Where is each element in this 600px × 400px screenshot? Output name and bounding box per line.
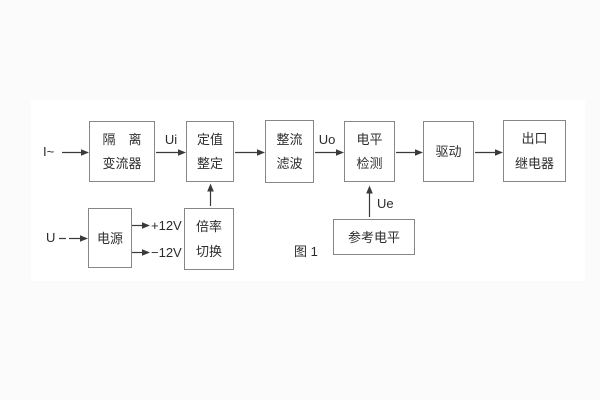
block-reference-level-label: 参考电平 <box>347 229 400 245</box>
label-ue: Ue <box>377 196 394 211</box>
label-uo: Uo <box>318 132 336 147</box>
block-level-detect-line1: 电平 <box>356 132 383 147</box>
block-value-setting-line2: 整定 <box>196 156 223 171</box>
label-rail-neg: −12V <box>151 245 182 260</box>
block-isolation-transformer-line2: 变流器 <box>102 156 142 171</box>
block-isolation-transformer: 隔 离 变流器 <box>89 121 155 182</box>
block-value-setting: 定值 整定 <box>186 121 234 182</box>
block-reference-level: 参考电平 <box>333 219 415 255</box>
block-rectify-filter-line2: 滤波 <box>276 156 303 172</box>
label-input-voltage: U <box>46 230 56 245</box>
block-ratio-switch: 倍率 切换 <box>184 208 234 270</box>
block-outlet-relay-line1: 出口 <box>521 131 548 147</box>
block-value-setting-line1: 定值 <box>196 132 223 147</box>
block-ratio-switch-line1: 倍率 <box>195 219 222 235</box>
block-power-label: 电源 <box>96 230 123 246</box>
block-drive: 驱动 <box>423 121 474 182</box>
label-rail-pos: +12V <box>151 218 182 233</box>
label-input-current: I~ <box>43 144 55 159</box>
block-rectify-filter-line1: 整流 <box>276 131 303 147</box>
block-drive-label: 驱动 <box>435 144 462 159</box>
block-outlet-relay: 出口 继电器 <box>503 120 566 182</box>
block-ratio-switch-line2: 切换 <box>195 243 222 259</box>
block-outlet-relay-line2: 继电器 <box>514 155 554 171</box>
block-isolation-transformer-line1: 隔 离 <box>102 132 142 147</box>
block-level-detect-line2: 检测 <box>356 156 383 171</box>
label-ui: Ui <box>164 132 178 147</box>
block-power: 电源 <box>88 208 132 268</box>
block-level-detect: 电平 检测 <box>344 121 395 182</box>
block-rectify-filter: 整流 滤波 <box>265 120 314 183</box>
figure-caption: 图 1 <box>294 244 318 259</box>
